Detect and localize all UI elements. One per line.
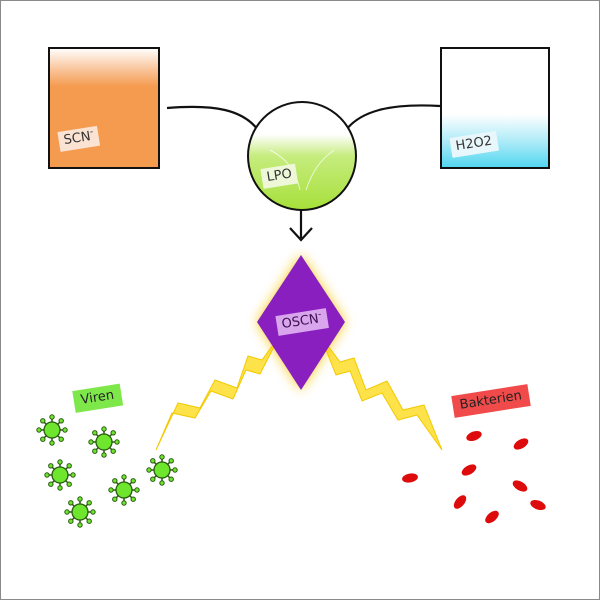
virus — [44, 459, 76, 491]
arrow-head — [289, 227, 313, 242]
oscn-charge: - — [317, 309, 323, 321]
bacteria-group — [402, 430, 546, 524]
tube-right — [345, 104, 441, 131]
bacterium — [461, 464, 477, 476]
bacterium — [466, 430, 482, 442]
lightning-bolt-left — [155, 334, 281, 451]
tube-left — [166, 105, 259, 131]
virus — [88, 426, 120, 458]
lightning-bolt-right — [319, 334, 443, 451]
bacterium — [453, 495, 467, 509]
virus-group — [36, 414, 178, 528]
virus — [108, 474, 140, 506]
bacterium — [530, 499, 546, 511]
bacterium — [485, 510, 499, 524]
virus — [64, 496, 96, 528]
virus — [146, 454, 178, 486]
bacterium — [402, 473, 418, 483]
bacterium — [513, 438, 529, 450]
scn-charge: - — [89, 127, 94, 138]
virus — [36, 414, 68, 446]
bacterium — [512, 480, 528, 492]
lpo-flask — [247, 101, 357, 211]
